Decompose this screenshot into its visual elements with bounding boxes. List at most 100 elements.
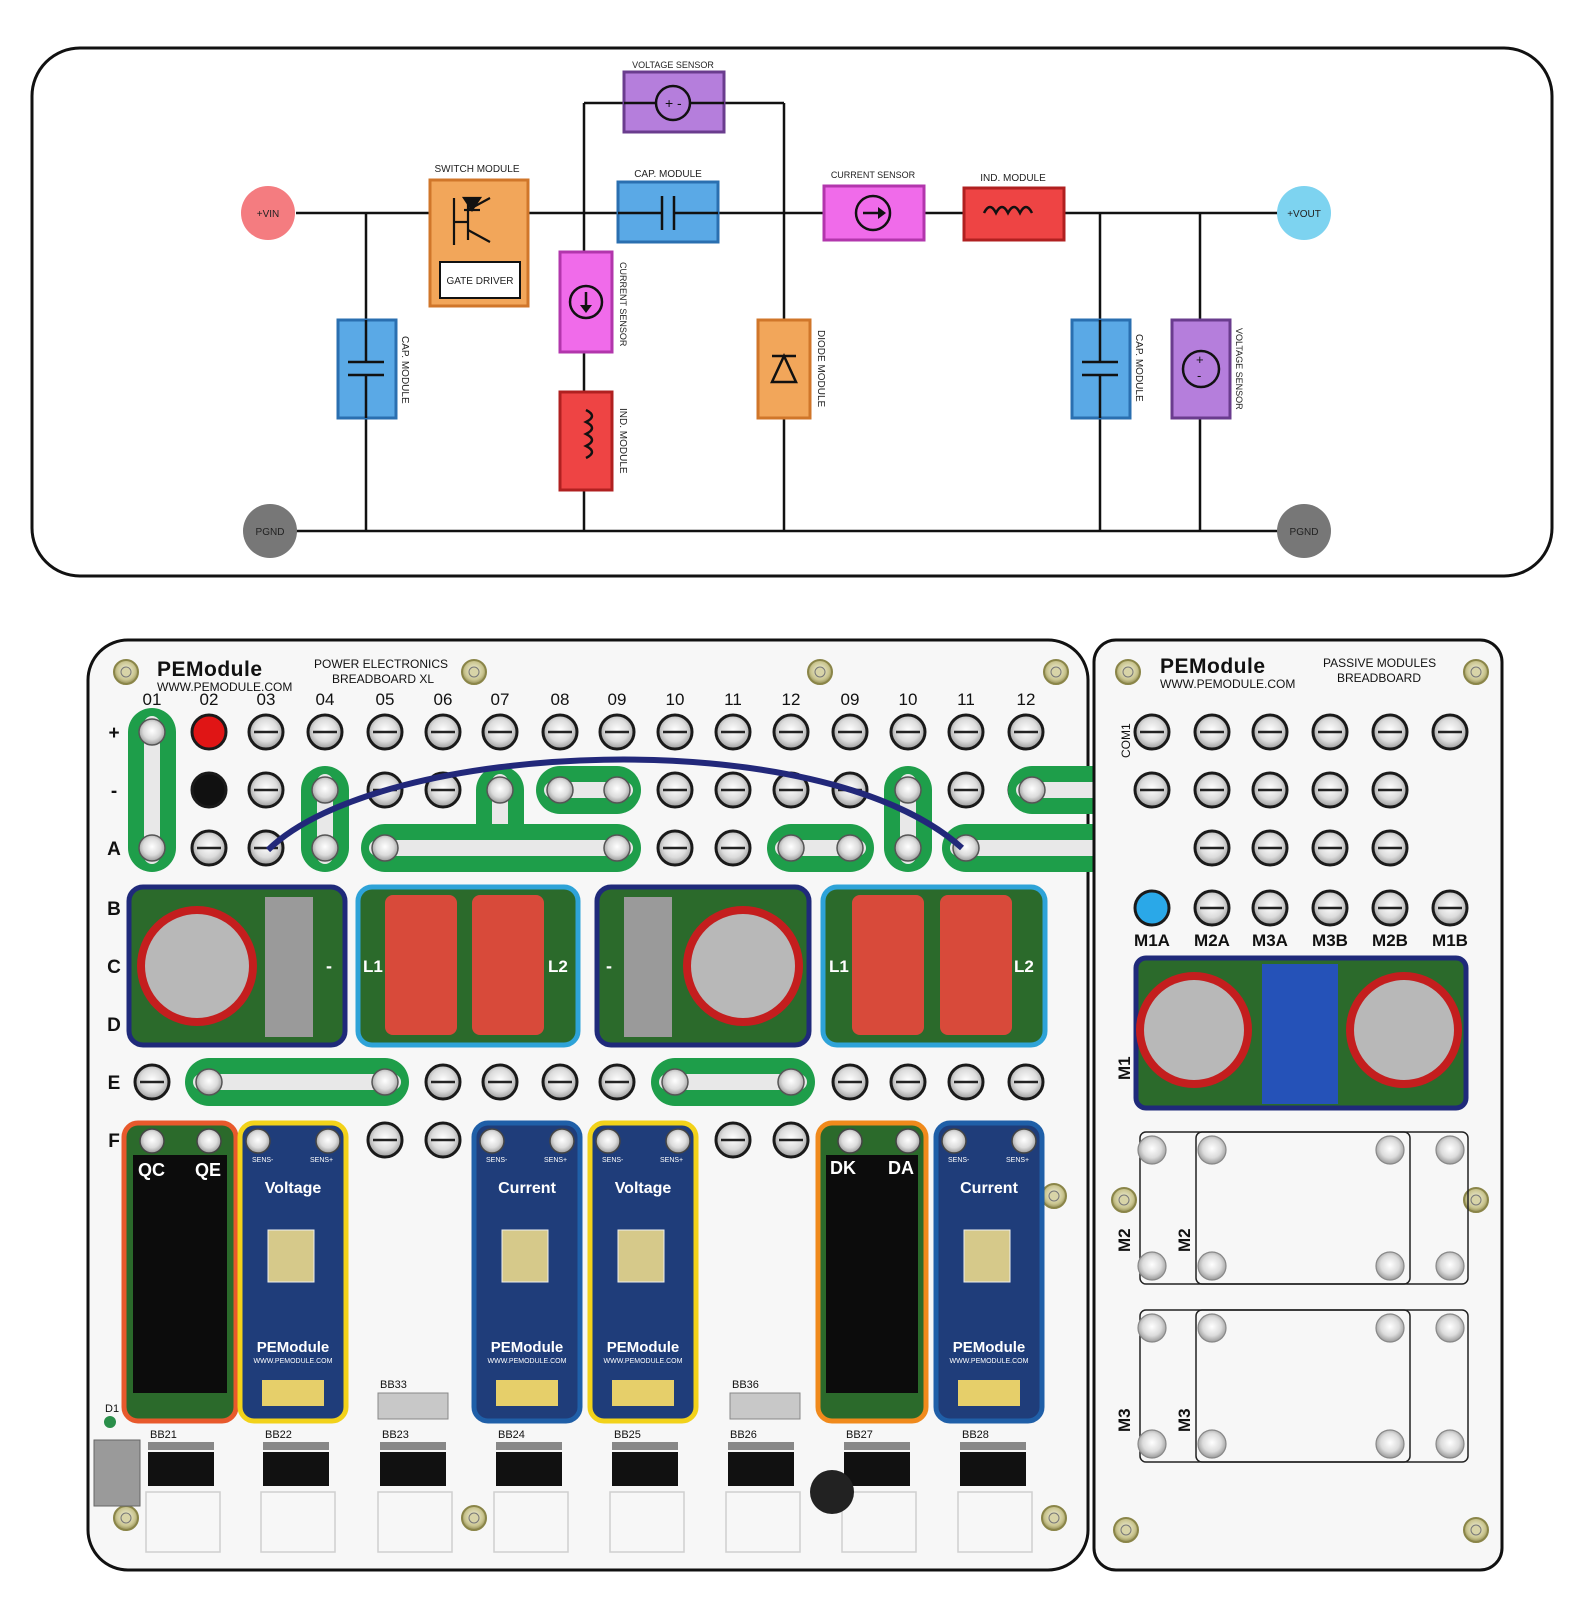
jumper-slot xyxy=(659,1074,807,1090)
bb-header-icon xyxy=(148,1452,214,1486)
cap-switch-module-2: - xyxy=(594,884,812,1048)
pin-hole xyxy=(1133,889,1171,927)
column-label: 09 xyxy=(608,690,627,709)
mount-screw-head xyxy=(1048,1190,1060,1202)
module-screw xyxy=(837,1128,863,1154)
sensor-chip-icon xyxy=(267,1229,315,1283)
dc-jack-icon xyxy=(93,1439,141,1507)
bb-header-icon xyxy=(612,1452,678,1486)
jumper-screw xyxy=(138,718,166,746)
mount-screw-head xyxy=(468,1512,480,1524)
mount-screw-head xyxy=(1470,1194,1482,1206)
switch-module-label: SWITCH MODULE xyxy=(435,164,520,175)
pgnd-right-terminal: PGND xyxy=(1277,504,1331,558)
bb-label: BB26 xyxy=(730,1429,757,1441)
row-label: D xyxy=(107,1015,121,1036)
row-label: - xyxy=(111,781,117,802)
sensor-screw xyxy=(941,1128,967,1154)
mount-screw-head xyxy=(1120,1524,1132,1536)
slot-pin xyxy=(1435,1135,1465,1165)
mount-screw-head xyxy=(468,666,480,678)
inductor-module-1: L1 L2 xyxy=(355,884,581,1048)
vout-circle xyxy=(1277,186,1331,240)
sensor-title: Voltage xyxy=(265,1180,322,1197)
mount-screw-head xyxy=(1470,1524,1482,1536)
jumper-screw xyxy=(603,834,631,862)
module-screw xyxy=(895,1128,921,1154)
mount-screw-head xyxy=(1470,666,1482,678)
pin-hole xyxy=(190,771,228,809)
xl-modules-bottom: QC QE DK DA VoltageSENS-SENS+PEModuleWWW… xyxy=(121,1120,1045,1424)
inductor-label-l2-b: L2 xyxy=(1014,957,1034,976)
module-screw xyxy=(139,1128,165,1154)
bb-socket-icon xyxy=(841,1491,917,1553)
bb-pins-icon xyxy=(148,1442,214,1450)
schematic: +VIN +VOUT PGND PGND VOLTAGE SENSOR + - … xyxy=(30,46,1554,578)
sensor-brand: PEModule xyxy=(491,1339,564,1356)
m3-label-outer: M3 xyxy=(1115,1408,1134,1432)
sensor-url: WWW.PEMODULE.COM xyxy=(950,1358,1029,1365)
svg-text:+: + xyxy=(665,95,673,111)
xl-url: WWW.PEMODULE.COM xyxy=(157,680,292,694)
pgnd-left-circle xyxy=(243,504,297,558)
slot-pin xyxy=(1137,1135,1167,1165)
jumper-slot xyxy=(369,840,633,856)
column-label: 06 xyxy=(434,690,453,709)
ind-module-vertical-label: IND. MODULE xyxy=(617,408,628,474)
com-label: COM1 xyxy=(1119,723,1133,758)
sensor-header-icon xyxy=(496,1380,558,1406)
bb-label: BB25 xyxy=(614,1429,641,1441)
jumper-slot xyxy=(144,716,160,864)
sensor-header-icon xyxy=(958,1380,1020,1406)
ind-module-top: IND. MODULE xyxy=(962,173,1066,242)
sensor-pin-label: SENS+ xyxy=(1006,1157,1029,1164)
column-label: 10 xyxy=(666,690,685,709)
current-sensor-vertical-label: CURRENT SENSOR xyxy=(618,262,628,347)
gate-driver-box xyxy=(439,261,521,299)
igbt-icon xyxy=(452,196,491,245)
current-sensor-top-label: CURRENT SENSOR xyxy=(831,170,916,180)
slot-pin xyxy=(1435,1313,1465,1343)
jumper-screw xyxy=(661,1068,689,1096)
ind-module-top-box xyxy=(962,186,1066,242)
bb-pins-icon xyxy=(844,1442,910,1450)
slot-label: M2B xyxy=(1372,931,1408,950)
slot-label: M2A xyxy=(1194,931,1230,950)
vout-label: +VOUT xyxy=(1287,209,1321,220)
switch-label-qc: QC xyxy=(138,1160,165,1180)
inductor-coil-icon xyxy=(385,895,457,1035)
pgnd-left-label: PGND xyxy=(256,527,285,538)
bb-header-icon xyxy=(496,1452,562,1486)
jumper-screw xyxy=(546,776,574,804)
diode-icon xyxy=(770,353,798,384)
bb-label: BB27 xyxy=(846,1429,873,1441)
xl-title-line2: BREADBOARD XL xyxy=(332,672,434,686)
svg-text:+: + xyxy=(1196,352,1204,367)
sensor-pin-label: SENS+ xyxy=(660,1157,683,1164)
cap-module-right: CAP. MODULE xyxy=(1070,318,1144,420)
jumper-screw xyxy=(777,1068,805,1096)
top-voltage-sensor-label: VOLTAGE SENSOR xyxy=(632,60,714,70)
slot-pin xyxy=(1137,1429,1167,1459)
diode-module-label: DIODE MODULE xyxy=(815,330,826,408)
diode-label-dk: DK xyxy=(830,1158,856,1178)
xl-modules-bcd: - L1 L2 - L1 xyxy=(126,884,1048,1048)
sensor-url: WWW.PEMODULE.COM xyxy=(254,1358,333,1365)
m3-slot: M3 M3 xyxy=(1115,1309,1469,1463)
m2-label-outer: M2 xyxy=(1115,1228,1134,1252)
slot-pin xyxy=(1435,1429,1465,1459)
diode-module-dk-da: DK DA xyxy=(815,1120,929,1424)
bb-socket-icon xyxy=(377,1491,453,1553)
slot-pin xyxy=(1197,1135,1227,1165)
jumper-screw xyxy=(311,776,339,804)
inductor-module-2: L1 L2 xyxy=(820,884,1048,1048)
m2-slot: M2 M2 xyxy=(1115,1131,1469,1285)
sensor-screw xyxy=(479,1128,505,1154)
sensor-pin-label: SENS- xyxy=(252,1157,274,1164)
bb-socket-icon xyxy=(609,1491,685,1553)
slot-pin xyxy=(1137,1251,1167,1281)
passive-title-line1: PASSIVE MODULES xyxy=(1323,656,1436,670)
slot-pin xyxy=(1375,1429,1405,1459)
